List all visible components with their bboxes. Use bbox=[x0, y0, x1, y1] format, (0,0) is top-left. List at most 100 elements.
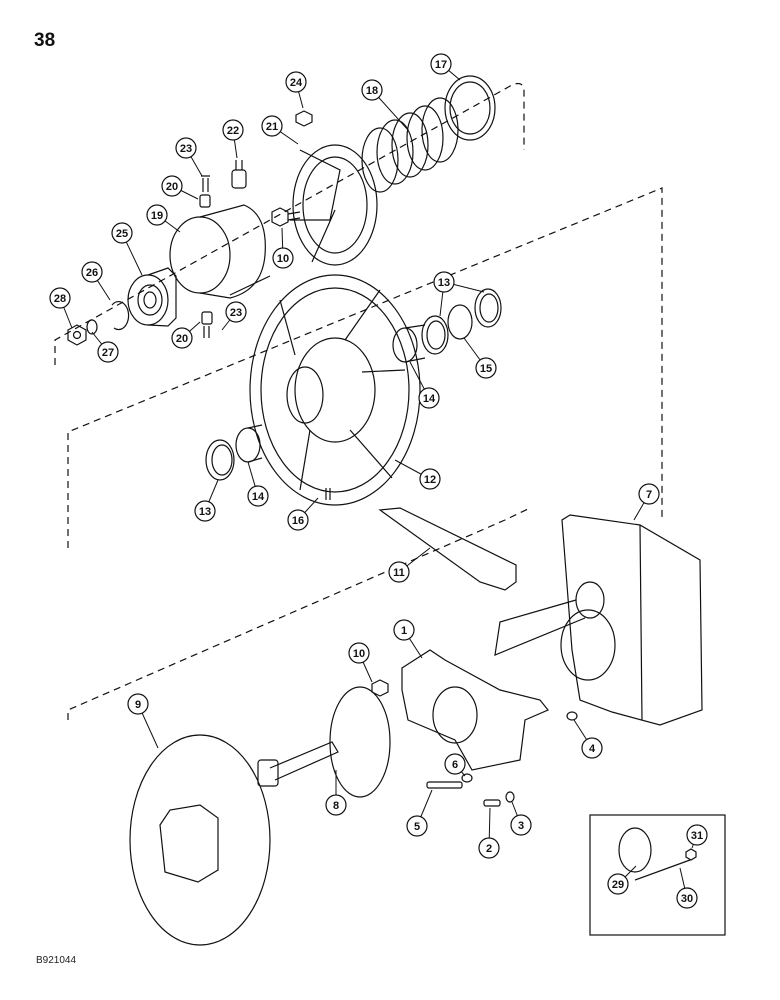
sleeve-part-14-left bbox=[235, 424, 263, 463]
callout-circle bbox=[225, 301, 247, 323]
callout-label: 10 bbox=[353, 648, 365, 660]
sleeve-part-14-right bbox=[392, 324, 426, 363]
set-screw-part-23 bbox=[201, 175, 210, 192]
washer-part-27 bbox=[86, 319, 98, 335]
pulley-part-12 bbox=[249, 274, 421, 506]
callout-circle bbox=[638, 483, 660, 505]
callout-7: 7 bbox=[638, 483, 660, 505]
bolt-part-2 bbox=[483, 799, 501, 807]
callout-24: 24 bbox=[285, 71, 307, 93]
inset-box bbox=[589, 814, 726, 936]
callout-circle bbox=[261, 115, 283, 137]
callout-1: 1 bbox=[393, 619, 415, 641]
flange-shaft-part-8 bbox=[257, 686, 391, 798]
callout-9: 9 bbox=[127, 693, 149, 715]
callout-circle bbox=[49, 287, 71, 309]
callout-circle bbox=[433, 271, 455, 293]
callout-label: 23 bbox=[230, 307, 242, 319]
callout-5: 5 bbox=[406, 815, 428, 837]
callout-10: 10 bbox=[348, 642, 370, 664]
callout-circle bbox=[247, 485, 269, 507]
collar-part-20-lower bbox=[201, 311, 213, 325]
callout-label: 4 bbox=[589, 743, 596, 755]
seal-part-13-right-a bbox=[421, 315, 449, 355]
callout-circle bbox=[418, 387, 440, 409]
callout-11: 11 bbox=[388, 561, 410, 583]
callout-label: 31 bbox=[691, 830, 703, 842]
callout-label: 27 bbox=[102, 347, 114, 359]
nut-part-24 bbox=[295, 110, 313, 127]
callout-23: 23 bbox=[175, 137, 197, 159]
callout-label: 28 bbox=[54, 293, 66, 305]
callout-label: 13 bbox=[199, 506, 211, 518]
callout-circle bbox=[161, 175, 183, 197]
figure-code: B921044 bbox=[36, 955, 77, 966]
key-part-11 bbox=[378, 507, 517, 591]
callout-19: 19 bbox=[146, 204, 168, 226]
callout-circle bbox=[325, 794, 347, 816]
callout-circle bbox=[388, 561, 410, 583]
set-screw-part-23-lower bbox=[203, 326, 210, 338]
washer-part-4 bbox=[566, 711, 578, 721]
callout-circle bbox=[607, 873, 629, 895]
callout-label: 19 bbox=[151, 210, 163, 222]
nut-part-31 bbox=[685, 848, 697, 861]
callout-27: 27 bbox=[97, 341, 119, 363]
callout-label: 9 bbox=[135, 699, 141, 711]
bolt-part-5 bbox=[426, 781, 463, 789]
disc-part-9 bbox=[129, 734, 271, 946]
callout-label: 20 bbox=[176, 333, 188, 345]
callout-2: 2 bbox=[478, 837, 500, 859]
page-number: 38 bbox=[34, 30, 56, 51]
middle-group-outline bbox=[67, 187, 663, 548]
callout-label: 17 bbox=[435, 59, 447, 71]
callout-circle bbox=[444, 753, 466, 775]
callout-circle bbox=[287, 509, 309, 531]
callout-circle bbox=[127, 693, 149, 715]
callout-label: 24 bbox=[290, 77, 303, 89]
callout-circle bbox=[393, 619, 415, 641]
callout-label: 20 bbox=[166, 181, 178, 193]
callout-label: 25 bbox=[116, 228, 128, 240]
callout-12: 12 bbox=[419, 468, 441, 490]
callout-circle bbox=[194, 500, 216, 522]
callout-circle bbox=[419, 468, 441, 490]
callout-label: 6 bbox=[452, 759, 458, 771]
callout-10: 10 bbox=[272, 247, 294, 269]
callout-label: 8 bbox=[333, 800, 339, 812]
callout-label: 16 bbox=[292, 515, 304, 527]
callout-label: 13 bbox=[438, 277, 450, 289]
callout-circle bbox=[430, 53, 452, 75]
washer-part-15 bbox=[447, 304, 473, 340]
callout-circle bbox=[81, 261, 103, 283]
callout-label: 18 bbox=[366, 85, 378, 97]
callout-17: 17 bbox=[430, 53, 452, 75]
callout-circle bbox=[348, 642, 370, 664]
callout-13: 13 bbox=[433, 271, 455, 293]
callout-21: 21 bbox=[261, 115, 283, 137]
callout-20: 20 bbox=[161, 175, 183, 197]
seal-part-13-right-b bbox=[474, 288, 502, 328]
collar-part-20 bbox=[199, 194, 211, 208]
callout-circle bbox=[285, 71, 307, 93]
callout-circle bbox=[510, 814, 532, 836]
callout-14: 14 bbox=[418, 387, 440, 409]
cylinder-part-19 bbox=[169, 204, 271, 299]
callout-6: 6 bbox=[444, 753, 466, 775]
callout-label: 14 bbox=[252, 491, 265, 503]
callout-circle bbox=[146, 204, 168, 226]
frame-part-1 bbox=[401, 649, 549, 771]
callout-31: 31 bbox=[686, 824, 708, 846]
callout-label: 30 bbox=[681, 893, 693, 905]
callout-13: 13 bbox=[194, 500, 216, 522]
callout-circle bbox=[272, 247, 294, 269]
upper-group-outline bbox=[54, 82, 525, 365]
callout-circle bbox=[175, 137, 197, 159]
lower-group-outline bbox=[67, 507, 531, 720]
callout-22: 22 bbox=[222, 119, 244, 141]
seal-part-13-left bbox=[205, 439, 235, 481]
callout-label: 5 bbox=[414, 821, 420, 833]
ring-part-17 bbox=[444, 75, 496, 141]
callout-circle bbox=[686, 824, 708, 846]
